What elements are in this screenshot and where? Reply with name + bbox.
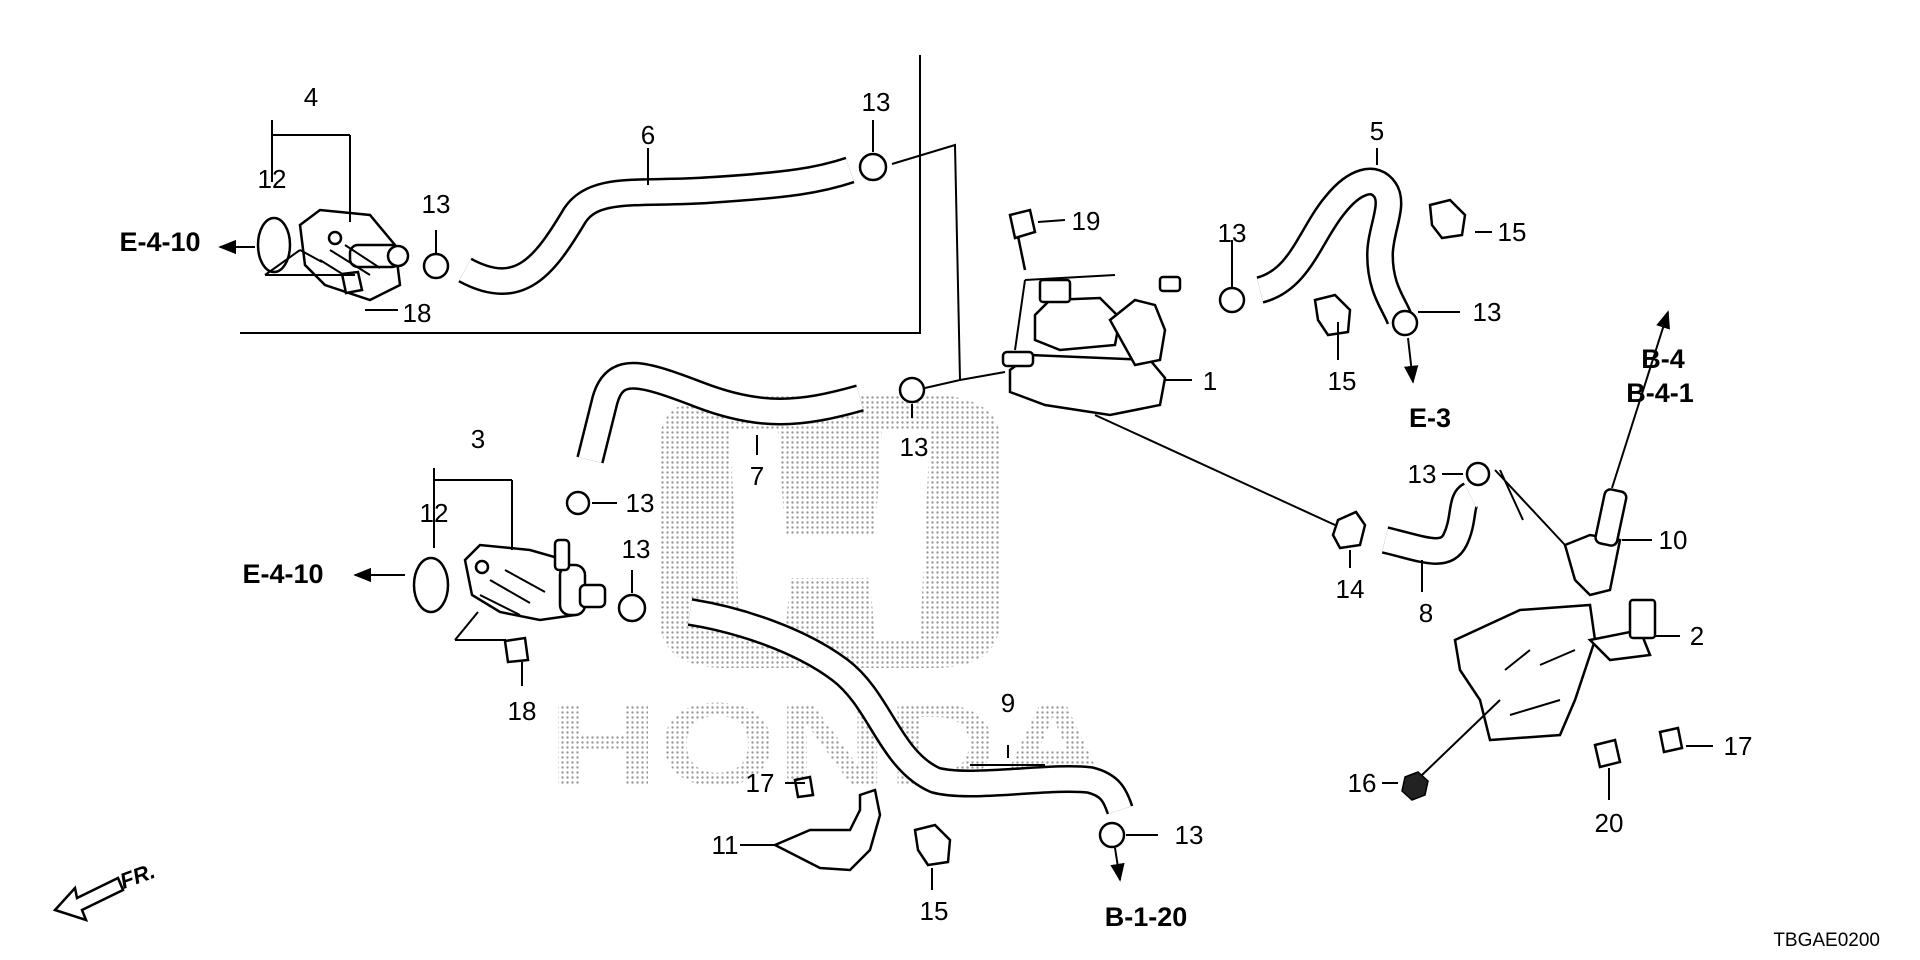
- bolt-19-icon: [1008, 208, 1037, 271]
- ref-e-4-10-lower: E-4-10: [242, 559, 323, 589]
- ref-b-1-20: B-1-20: [1105, 902, 1188, 932]
- part-label-2: 2: [1690, 621, 1704, 651]
- part-label-19: 19: [1072, 206, 1101, 236]
- part-label-1: 1: [1203, 366, 1217, 396]
- hose-clamp-icon: [1218, 286, 1246, 314]
- part-label-13: 13: [626, 488, 655, 518]
- part-label-14: 14: [1336, 574, 1365, 604]
- bolt-17-icon: [793, 775, 815, 799]
- part-label-15: 15: [920, 896, 949, 926]
- hose-clamp-icon: [858, 152, 888, 182]
- hose-5: [1255, 167, 1414, 326]
- diagram-code: TBGAE0200: [1773, 930, 1880, 951]
- ref-e-3: E-3: [1409, 403, 1451, 433]
- solenoid-valve-1: [1001, 275, 1182, 417]
- reference-arrows: [218, 239, 1670, 882]
- hose-clamp-icon: [898, 376, 926, 404]
- part-number-labels: 4 12 18 13 6 13 13 7 3 12 13 13 18 19 1 …: [258, 82, 1753, 926]
- part-label-18: 18: [508, 696, 537, 726]
- front-arrow-icon: [52, 876, 125, 923]
- part-label-7: 7: [750, 461, 764, 491]
- o-ring-12-lower: [412, 556, 450, 614]
- hose-clamp-icon: [1465, 461, 1491, 487]
- part-label-10: 10: [1659, 525, 1688, 555]
- part-label-3: 3: [471, 424, 485, 454]
- bracket-10: [1563, 488, 1628, 597]
- bolt-20-icon: [1593, 738, 1622, 769]
- part-label-13: 13: [1175, 820, 1204, 850]
- honda-h-emblem: [660, 395, 1000, 668]
- hose-clamp-icon: [617, 593, 647, 623]
- fasteners: [340, 208, 1684, 801]
- hose-clip-15-mid: [1313, 293, 1352, 337]
- part-label-13: 13: [422, 189, 451, 219]
- part-label-13: 13: [622, 534, 651, 564]
- part-label-12: 12: [420, 498, 449, 528]
- part-label-12: 12: [258, 164, 287, 194]
- part-label-17: 17: [1724, 731, 1753, 761]
- part-label-5: 5: [1370, 116, 1384, 146]
- front-label: FR.: [117, 858, 159, 894]
- part-label-8: 8: [1419, 598, 1433, 628]
- ref-b-4-1: B-4-1: [1626, 378, 1694, 408]
- part-label-18: 18: [403, 298, 432, 328]
- front-direction-indicator: FR.: [52, 858, 159, 923]
- bolt-17-icon: [1658, 726, 1684, 754]
- part-label-13: 13: [1408, 459, 1437, 489]
- part-label-9: 9: [1001, 688, 1015, 718]
- part-label-15: 15: [1498, 217, 1527, 247]
- part-label-13: 13: [900, 432, 929, 462]
- part-label-11: 11: [712, 830, 739, 860]
- hose-9: [687, 598, 1134, 815]
- o-ring-12-upper: [256, 216, 292, 274]
- part-label-13: 13: [1218, 218, 1247, 248]
- hose-8: [1381, 482, 1480, 565]
- hose-clamp-icon: [1098, 821, 1126, 849]
- part-label-20: 20: [1595, 808, 1624, 838]
- bolt-18-icon: [340, 270, 364, 295]
- ref-b-4: B-4: [1641, 344, 1685, 374]
- part-label-15: 15: [1328, 366, 1357, 396]
- hose-clip-14: [1331, 510, 1367, 550]
- hose-clip-15-bottom: [913, 823, 952, 867]
- reference-callouts: E-4-10 E-4-10 E-3 B-4 B-4-1 B-1-20: [119, 227, 1693, 932]
- clips: [913, 198, 1467, 867]
- clamp-bracket-11: [772, 788, 882, 872]
- upper-group-frame: [240, 55, 921, 334]
- ref-e-4-10-upper: E-4-10: [119, 227, 200, 257]
- part-label-4: 4: [304, 82, 318, 112]
- part-label-13: 13: [1473, 297, 1502, 327]
- hose-clamp-icon: [422, 252, 450, 280]
- hose-clip-15-top: [1428, 198, 1467, 240]
- part-label-17: 17: [746, 768, 775, 798]
- hose-7: [576, 361, 864, 464]
- leader-lines: [264, 120, 1713, 890]
- hose-clamp-icon: [565, 490, 591, 516]
- bracket-2: [1453, 598, 1657, 742]
- hose-clamps-13: [422, 152, 1491, 849]
- part-label-6: 6: [641, 120, 655, 150]
- part-label-16: 16: [1348, 768, 1377, 798]
- hose-6: [458, 156, 855, 295]
- bolt-18-icon: [503, 636, 530, 664]
- hose-clamp-icon: [1391, 309, 1419, 337]
- nut-16-icon: [1401, 771, 1429, 801]
- water-valve-3: [463, 538, 607, 622]
- part-label-13: 13: [862, 87, 891, 117]
